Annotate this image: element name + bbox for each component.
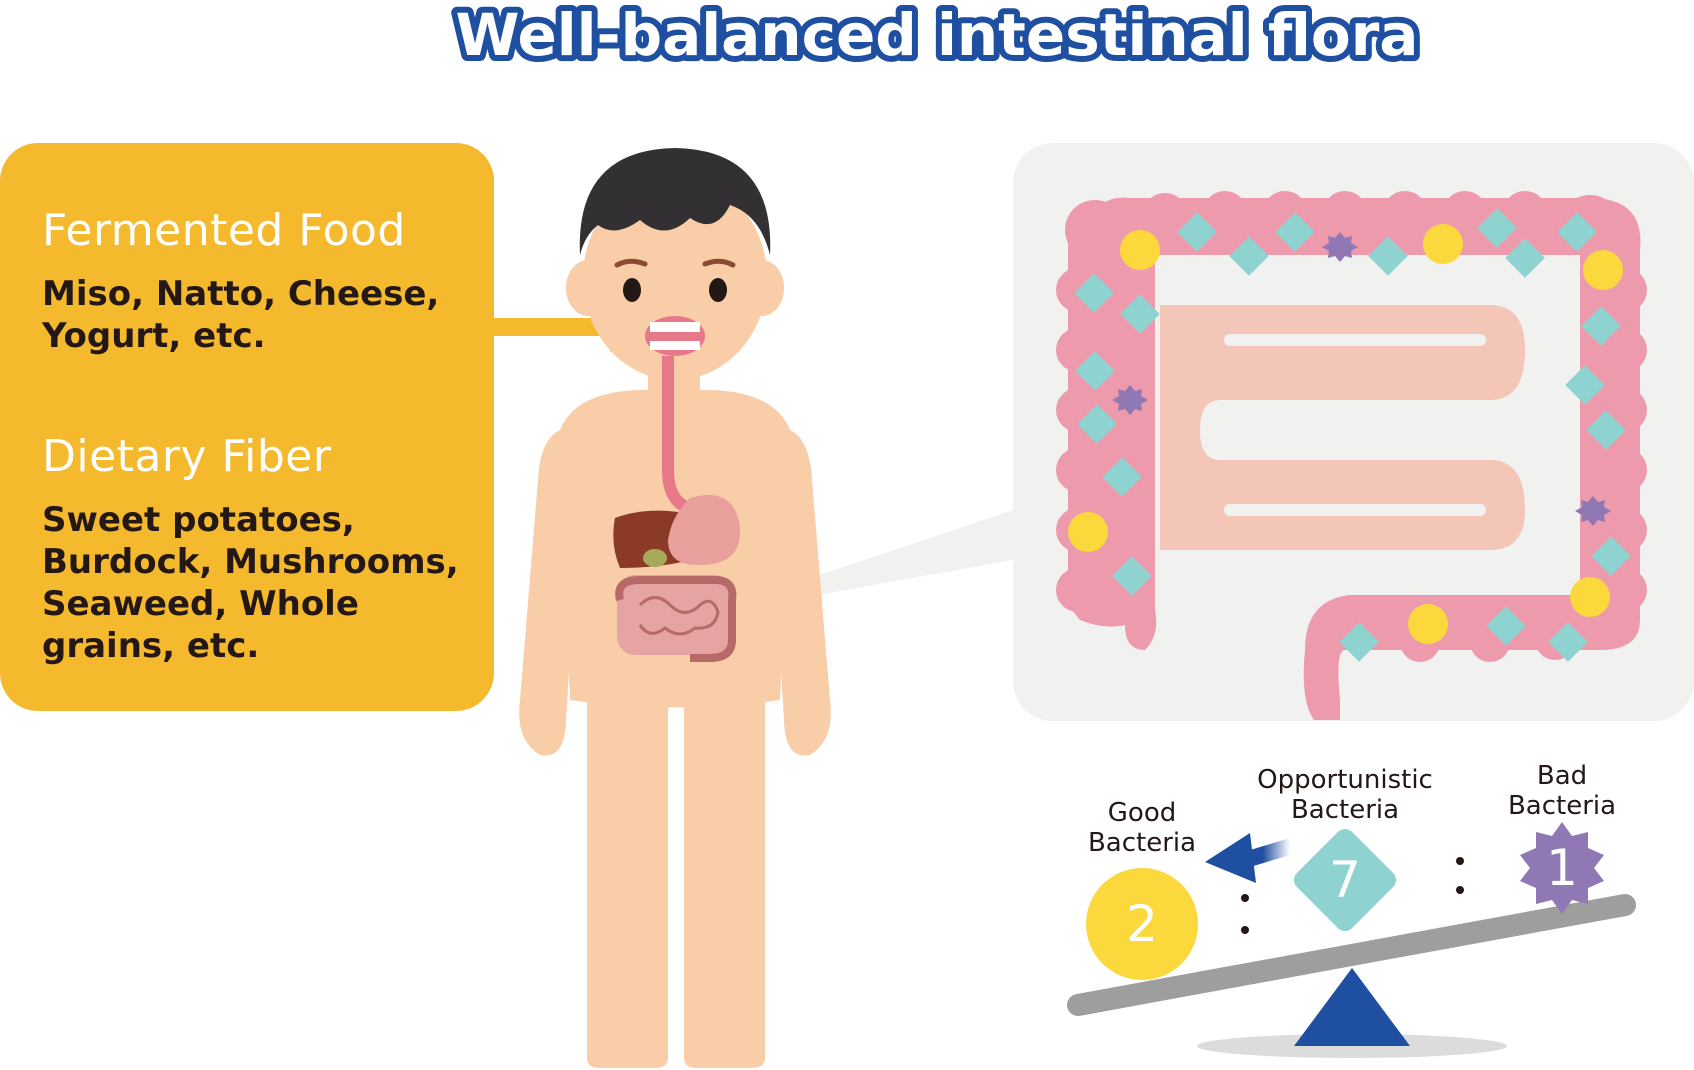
- opportunistic-label-line2: Bacteria: [1290, 795, 1400, 825]
- good-bacteria-icon: [1086, 868, 1198, 980]
- fermented-food-items: Miso, Natto, Cheese, Yogurt, etc.: [42, 274, 440, 356]
- bacteria-good: [1068, 224, 1623, 644]
- dietary-fiber-items: Sweet potatoes, Burdock, Mushrooms, Seaw…: [42, 500, 459, 666]
- good-bacteria-count: 2: [1126, 895, 1158, 953]
- opportunistic-bacteria-icon: [1293, 828, 1397, 932]
- opportunistic-label-line1: Opportunistic: [1257, 765, 1433, 795]
- bad-label-line1: Bad: [1536, 761, 1588, 791]
- fermented-food-heading: Fermented Food: [42, 205, 406, 256]
- good-bacteria-label: Good Bacteria: [1082, 798, 1202, 858]
- food-panel: Fermented Food Miso, Natto, Cheese, Yogu…: [0, 143, 494, 711]
- bad-label-line2: Bacteria: [1507, 791, 1617, 821]
- opportunistic-bacteria-count: 7: [1329, 851, 1361, 909]
- bacteria-bad: [1112, 232, 1611, 526]
- seesaw: [1067, 894, 1636, 1058]
- page-title: Well-balanced intestinal flora: [456, 1, 1419, 69]
- opportunistic-bacteria-label: Opportunistic Bacteria: [1255, 765, 1435, 825]
- good-label-line1: Good: [1107, 798, 1177, 828]
- title-banner: Well-balanced intestinal flora Well-bala…: [450, 0, 1425, 75]
- title-outline: Well-balanced intestinal flora: [456, 1, 1419, 69]
- bad-bacteria-icon: [1520, 822, 1604, 914]
- dietary-fiber-heading: Dietary Fiber: [42, 431, 332, 482]
- bad-bacteria-label: Bad Bacteria: [1502, 761, 1622, 821]
- bad-bacteria-count: 1: [1546, 839, 1578, 897]
- human-figure: [519, 148, 831, 1068]
- shift-arrow-icon: [1205, 833, 1290, 883]
- good-label-line2: Bacteria: [1087, 828, 1197, 858]
- small-intestine: [617, 575, 732, 655]
